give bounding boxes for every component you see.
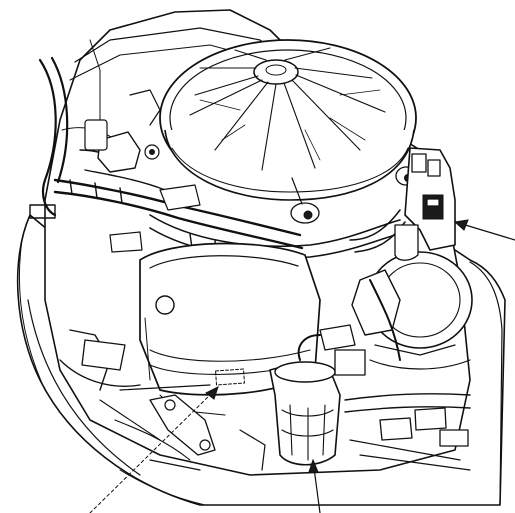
flywheel-cover — [159, 39, 417, 224]
hidden-component-outline — [215, 368, 245, 386]
callout-arrow — [453, 219, 515, 241]
fuel-system — [319, 251, 473, 376]
lower-right-harness — [239, 393, 471, 471]
throttle-linkage — [59, 329, 216, 471]
left-components — [84, 89, 201, 253]
callout-arrow-dashed — [89, 386, 219, 513]
right-connector-block — [349, 147, 456, 261]
callout-arrow — [308, 458, 321, 513]
cover-stud — [290, 177, 320, 224]
fuel-filter — [269, 334, 341, 466]
